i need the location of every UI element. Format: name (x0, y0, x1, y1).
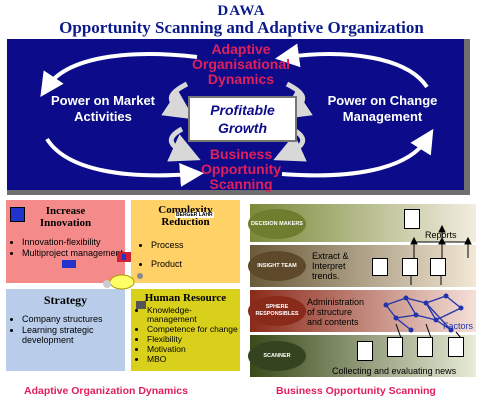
oval-insight-team: INSIGHT TEAM (248, 251, 306, 281)
label-market-power: Power on Market Activities (28, 93, 178, 125)
label-change-line1: Power on Change (327, 93, 438, 108)
news-document-icon (387, 337, 403, 357)
innovation-item: Innovation-flexibility (22, 237, 125, 247)
innovation-item: Multiproject management (22, 248, 125, 258)
admin-line3: and contents (307, 317, 359, 327)
center-line1: Profitable (210, 102, 275, 118)
inner-arrow-bl (167, 126, 201, 162)
news-document-icon (357, 341, 373, 361)
diagram-title-line1: DAWA (217, 3, 266, 19)
oval-sphere-responsibles: SPHERE RESPONSIBLES (248, 296, 306, 326)
news-document-icon (417, 337, 433, 357)
innovation-title: Increase Innovation (6, 205, 125, 229)
admin-label: Administration of structure and contents (307, 297, 364, 327)
hr-item: Motivation (147, 345, 240, 354)
trend-chart-icon (372, 258, 388, 276)
hr-item: MBO (147, 355, 240, 364)
extract-line1: Extract & (312, 251, 349, 261)
label-adaptive-line3: Dynamics (207, 71, 275, 87)
label-business-line2: Opportunity (200, 161, 282, 177)
admin-line1: Administration (307, 297, 365, 307)
extract-line3: trends. (312, 271, 340, 281)
label-adaptive-dynamics: Adaptive Organisational Dynamics (180, 42, 302, 87)
label-business-line3: Scanning (209, 176, 273, 192)
profitable-growth-box: Profitable Growth (188, 96, 297, 142)
extract-line2: Interpret (312, 261, 346, 271)
oval-decision-makers: DECISION MAKERS (248, 209, 306, 239)
complexity-title-line2: Reduction (161, 216, 210, 228)
reports-label: Reports (425, 230, 457, 240)
admin-line2: of structure (307, 307, 353, 317)
puzzle-clipart-icon (62, 252, 146, 309)
arrow-bottom-left (45, 137, 204, 187)
label-change-power: Power on Change Management (305, 93, 460, 125)
complexity-title-row2: Reduction (131, 216, 240, 228)
inner-arrow-tl (161, 81, 195, 120)
innovation-title-line2: Innovation (39, 217, 92, 229)
arrow-top-left (40, 52, 198, 97)
oval-scanner: SCANNER (248, 341, 306, 371)
strategy-title: Strategy (43, 293, 88, 307)
news-document-icon (448, 337, 464, 357)
diagram-title-line2: Opportunity Scanning and Adaptive Organi… (59, 18, 424, 37)
label-market-line2: Activities (74, 109, 132, 124)
strategy-item: Learning strategic development (22, 325, 125, 345)
box-complexity-reduction: Complexity Reduction BERGER LAHR Process… (131, 200, 240, 283)
label-change-line2: Management (342, 109, 423, 124)
trend-chart-icon (430, 258, 446, 276)
complexity-item: Process (151, 236, 240, 254)
berger-lahr-logo: BERGER LAHR (175, 212, 214, 218)
hr-item: Flexibility (147, 335, 240, 344)
footer-left-label: Adaptive Organization Dynamics (24, 385, 188, 397)
factors-label: Factors (443, 321, 474, 331)
arrow-top-right (275, 43, 429, 89)
label-adaptive-line1: Adaptive (211, 41, 271, 57)
innovation-title-line1: Increase (45, 205, 86, 217)
hr-item: Knowledge-management (147, 306, 240, 324)
box-strategy: Strategy Company structures Learning str… (6, 289, 125, 371)
label-market-line1: Power on Market (50, 93, 156, 108)
trend-chart-icon (402, 258, 418, 276)
center-line2: Growth (218, 120, 267, 136)
hr-title: Human Resource (144, 292, 227, 304)
flag-icon (10, 207, 25, 222)
label-adaptive-line2: Organisational (191, 56, 291, 72)
box-increase-innovation: Increase Innovation Innovation-flexibili… (6, 200, 125, 283)
collect-label: Collecting and evaluating news (332, 366, 457, 376)
footer-right-label: Business Opportunity Scanning (276, 385, 436, 397)
box-human-resource: Human Resource Knowledge-management Comp… (131, 289, 240, 371)
complexity-item: Product (151, 255, 240, 273)
label-business-scanning: Business Opportunity Scanning (180, 147, 302, 192)
extract-label: Extract & Interpret trends. (312, 251, 349, 281)
hr-item: Competence for change (147, 325, 240, 334)
report-document-icon (404, 209, 420, 229)
label-business-line1: Business (209, 146, 273, 162)
arrow-bottom-right (281, 128, 434, 178)
strategy-item: Company structures (22, 314, 125, 324)
scanning-network (383, 224, 472, 339)
